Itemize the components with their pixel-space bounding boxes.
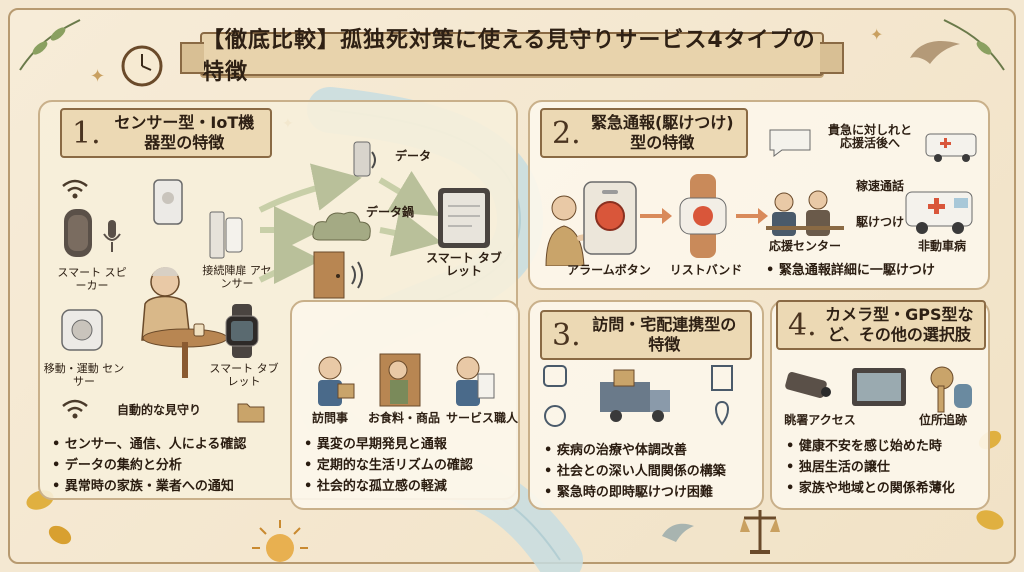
wifi-icon [62,399,88,419]
data-cloud-label: データ鍋 [365,205,414,219]
bullet-item: 社会的な孤立感の軽減 [304,476,473,497]
motion-sensor-label: 移動・運動 センサー [43,362,125,388]
tablet-icon [438,188,490,248]
section-1-bullets: センサー、通信、人による確認 データの集約と分析 異常時の家族・業者への通知 [52,434,246,497]
arrow-right-icon [736,208,768,224]
center-label: 応援センター [768,239,841,253]
bullet-item: 異常時の家族・業者への通知 [52,476,246,497]
visit-role-label: 訪問事 [311,411,348,425]
wifi-icon [62,179,88,199]
arrow-right-icon [640,208,672,224]
section-1-heading: 1. センサー型・IoT機器型の特徴 [60,108,272,158]
auto-watch-label: 自動的な見守り [116,403,201,417]
ambulance-icon [925,133,977,162]
camera-label: 眺署アクセス [784,413,856,427]
contact-sensor-icon [209,211,243,259]
motion-sensor-icon [61,309,103,351]
visit-role-label: サービス職人 [445,411,518,425]
ambulance-label: 非動車病 [917,239,966,253]
section-number: 4. [788,307,817,343]
rapid-call-label: 稼速通話 [855,179,904,193]
visit-role-label: お食料・商品 [367,411,440,425]
smart-speaker-label: スマート スピーカー [57,266,127,292]
rush-label: 駆けつけ [855,215,904,229]
bullet-item: 緊急時の即時駆けつけ困難 [544,482,726,503]
section-title: 緊急通報(駆けつけ) 型の特徴 [590,113,734,152]
call-center-icon [766,190,844,236]
contact-sensor-label: 接続陣扉 アセンサー [202,264,272,290]
data-label: データ [394,149,431,163]
cloud-icon [312,211,371,241]
alarm-button-icon [583,181,637,255]
bullet-item: 独居生活の譲仕 [786,457,955,478]
section-number: 2. [552,115,581,151]
gps-label: 位所追跡 [918,413,967,427]
smartwatch-icon [225,304,259,358]
section-visit-bullets: 異変の早期発見と通報 定期的な生活リズムの確認 社会的な孤立感の軽減 [304,434,473,497]
elderly-person-icon [141,267,228,378]
section-2-bullets: 緊急通報詳細に一駆けつけ [766,260,935,281]
tablet-label: スマート タブレット [426,251,502,278]
microphone-icon [103,220,121,252]
bird-icon [910,40,960,64]
ambulance-icon [905,191,973,234]
wristband-icon [679,174,727,258]
bullet-item: 健康不安を感じ始めた時 [786,436,955,457]
page-title: 【徹底比較】孤独死対策に使える見守りサービス4タイプの特徴 [202,28,816,85]
door-icon [313,251,363,299]
speech-label: 貴急に対しれと 応援活後へ [827,123,912,150]
data-flow-arrows [258,163,440,285]
bullet-item: 社会との深い人間関係の構築 [544,461,726,482]
alarm-button-label: アラームボタン [567,263,651,277]
section-2-heading: 2. 緊急通報(駆けつけ) 型の特徴 [540,108,748,158]
speech-bubble-icon [769,129,811,157]
section-3-bullets: 疾病の治療や体調改善 社会との深い人間関係の構築 緊急時の即時駆けつけ困難 [544,440,726,503]
visit-roles-illustration [318,353,495,407]
clock-icon [121,45,163,87]
section-title: カメラ型・GPS型など、その他の選択肢 [825,305,974,344]
data-device-icon [353,141,376,177]
section-4-bullets: 健康不安を感じ始めた時 独居生活の譲仕 家族や地域との関係希薄化 [786,436,955,499]
door-sensor-icon [153,179,183,225]
wristband-label: リストバンド [669,263,743,277]
bullet-item: 疾病の治療や体調改善 [544,440,726,461]
section-number: 1. [72,115,101,151]
section-title: センサー型・IoT機器型の特徴 [114,113,255,152]
bullet-item: 緊急通報詳細に一駆けつけ [766,260,935,281]
bullet-item: 定期的な生活リズムの確認 [304,455,473,476]
svg-text:✦: ✦ [90,66,105,87]
bird-icon [662,523,694,542]
bullet-item: 異変の早期発見と通報 [304,434,473,455]
camera-gps-illustration [785,366,972,413]
bullet-item: 家族や地域との関係希薄化 [786,478,955,499]
scales-icon [740,510,780,554]
section-number: 3. [552,317,581,353]
delivery-illustration [543,365,733,427]
smart-watch-label: スマート タブレット [209,362,279,388]
bullet-item: センサー、通信、人による確認 [52,434,246,455]
section-title: 訪問・宅配連携型の特徴 [592,315,737,354]
svg-text:✦: ✦ [870,25,883,44]
folder-icon [237,403,265,423]
smart-speaker-icon [64,209,92,257]
section-4-heading: 4. カメラ型・GPS型など、その他の選択肢 [776,300,986,350]
section-3-heading: 3. 訪問・宅配連携型の特徴 [540,310,752,360]
title-banner: 【徹底比較】孤独死対策に使える見守りサービス4タイプの特徴 [180,28,844,85]
bullet-item: データの集約と分析 [52,455,246,476]
